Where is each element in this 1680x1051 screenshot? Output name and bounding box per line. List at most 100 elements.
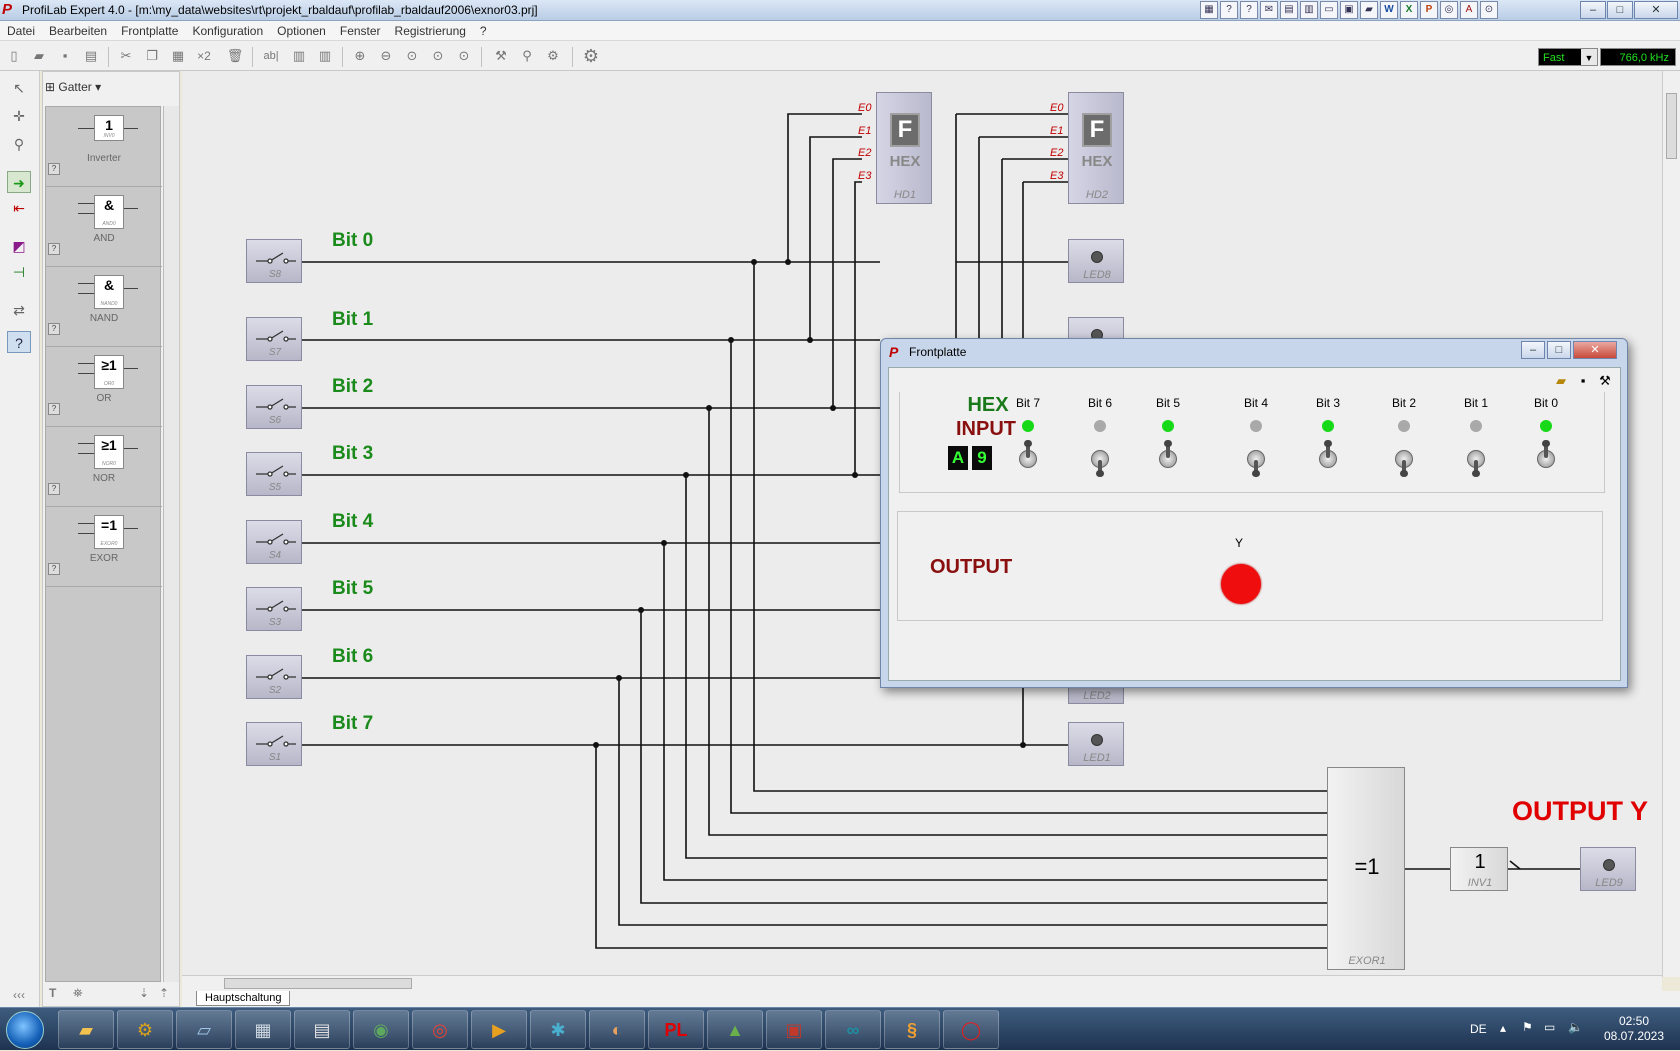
toggle-switch[interactable]: [1534, 440, 1558, 476]
volume-icon[interactable]: 🔈: [1568, 1020, 1583, 1034]
debug-icon[interactable]: ⚙: [547, 48, 559, 63]
document-icon[interactable]: ▤: [1280, 1, 1298, 19]
switch-s8[interactable]: S8: [246, 239, 302, 283]
switch-s2[interactable]: S2: [246, 655, 302, 699]
grid-icon[interactable]: ▥: [292, 48, 306, 63]
arduino-taskbar-icon[interactable]: ∞: [825, 1010, 881, 1049]
explorer-taskbar-icon[interactable]: ▰: [58, 1010, 114, 1049]
outlook-icon[interactable]: ⊙: [1480, 1, 1498, 19]
maximize-button[interactable]: □: [1607, 1, 1633, 19]
circle-app-taskbar-icon[interactable]: ◯: [943, 1010, 999, 1049]
color-tool-icon[interactable]: ◩: [12, 238, 26, 254]
chevron-up-icon[interactable]: ▴: [1500, 1021, 1507, 1035]
zoom-out-icon[interactable]: ⊖: [380, 48, 392, 63]
led-led9[interactable]: LED9: [1580, 847, 1636, 891]
run-arrow-icon[interactable]: ➜: [7, 171, 31, 193]
app-icon[interactable]: ◎: [1440, 1, 1458, 19]
hex-display-hd2[interactable]: F HEX HD2: [1068, 92, 1124, 204]
menu-datei[interactable]: Datei: [7, 24, 36, 38]
media-player-taskbar-icon[interactable]: ▶: [471, 1010, 527, 1049]
zoom-fit-icon[interactable]: ⊙: [406, 48, 418, 63]
toggle-switch[interactable]: [1088, 442, 1112, 477]
frontpanel-maximize-button[interactable]: □: [1547, 341, 1571, 359]
clipboard-icon[interactable]: ▥: [1300, 1, 1318, 19]
help-icon[interactable]: ?: [1220, 1, 1238, 19]
globe-taskbar-icon[interactable]: ◉: [353, 1010, 409, 1049]
card-icon[interactable]: ▭: [1320, 1, 1338, 19]
binoculars-icon[interactable]: ⛯: [73, 986, 83, 1000]
text-icon[interactable]: T: [49, 986, 57, 1000]
speed-select[interactable]: Fast▼: [1538, 48, 1598, 66]
palette-category-select[interactable]: ⊞ Gatter ▾: [45, 80, 101, 94]
snowflake-app-taskbar-icon[interactable]: ✱: [530, 1010, 586, 1049]
duplicate-x2-button[interactable]: ×2: [197, 49, 211, 63]
zoom-page-icon[interactable]: ⊙: [432, 48, 444, 63]
exor-gate-exor1[interactable]: =1 EXOR1: [1327, 767, 1405, 970]
minimize-button[interactable]: –: [1580, 1, 1606, 19]
move-up-icon[interactable]: ⇡: [159, 986, 170, 1000]
delete-icon[interactable]: 🗑: [226, 48, 244, 63]
settings-gear-taskbar-icon[interactable]: ⚙: [117, 1010, 173, 1049]
settings-gear-icon[interactable]: ⚙: [582, 46, 600, 66]
palette-help-icon[interactable]: ?: [48, 243, 60, 255]
folder-icon[interactable]: ▰: [1360, 1, 1378, 19]
hex-display-hd1[interactable]: F HEX HD1: [876, 92, 932, 204]
mail-icon[interactable]: ✉: [1260, 1, 1278, 19]
chevron-down-icon[interactable]: ▼: [1581, 49, 1597, 65]
word-icon[interactable]: W: [1380, 1, 1398, 19]
move-down-icon[interactable]: ⇣: [139, 986, 150, 1000]
menu-help[interactable]: ?: [479, 24, 487, 38]
collapse-button[interactable]: ‹‹‹: [13, 988, 25, 1002]
compile-icon[interactable]: ⚒: [495, 48, 507, 63]
led-led8[interactable]: LED8: [1068, 239, 1124, 283]
led-led1[interactable]: LED1: [1068, 722, 1124, 766]
start-button[interactable]: [6, 1011, 44, 1049]
quick-icon-1[interactable]: ▦: [1200, 1, 1218, 19]
switch-s7[interactable]: S7: [246, 317, 302, 361]
close-button[interactable]: ✕: [1634, 1, 1678, 19]
swap-icon[interactable]: ⇄: [13, 302, 25, 318]
magnifier-icon[interactable]: ⚲: [13, 136, 25, 152]
palette-scrollbar[interactable]: [163, 106, 179, 982]
flag-icon[interactable]: ⚑: [1522, 1020, 1533, 1034]
tools-taskbar-icon[interactable]: ▣: [766, 1010, 822, 1049]
profilab-taskbar-icon[interactable]: PL: [648, 1010, 704, 1049]
new-file-icon[interactable]: ▯: [10, 48, 18, 63]
notes-taskbar-icon[interactable]: ▱: [176, 1010, 232, 1049]
palette-help-icon[interactable]: ?: [48, 403, 60, 415]
crosshair-icon[interactable]: ✛: [13, 108, 25, 124]
palette-help-icon[interactable]: ?: [48, 163, 60, 175]
spreadsheet-taskbar-icon[interactable]: ▲: [707, 1010, 763, 1049]
menu-bearbeiten[interactable]: Bearbeiten: [49, 24, 108, 38]
tools-icon[interactable]: ⚒: [1599, 373, 1611, 388]
frontpanel-window[interactable]: P Frontplatte – □ ✕ ▰ ▪ ⚒ HEX INPUT A 9 …: [880, 338, 1628, 688]
palette-item-nand[interactable]: &NAND0 NAND ?: [46, 267, 162, 347]
network-icon[interactable]: ▭: [1544, 1020, 1556, 1034]
copy-icon[interactable]: ❐: [146, 48, 158, 63]
menu-konfiguration[interactable]: Konfiguration: [192, 24, 264, 38]
help-icon-2[interactable]: ?: [1240, 1, 1258, 19]
switch-s6[interactable]: S6: [246, 385, 302, 429]
sheet-tab-hauptschaltung[interactable]: Hauptschaltung: [196, 991, 291, 1006]
horizontal-scrollbar[interactable]: [182, 975, 1662, 991]
frontpanel-close-button[interactable]: ✕: [1573, 341, 1617, 359]
excel-icon[interactable]: X: [1400, 1, 1418, 19]
sublime-taskbar-icon[interactable]: §: [884, 1010, 940, 1049]
paste-icon[interactable]: ▦: [171, 48, 185, 63]
stop-icon[interactable]: ⇤: [13, 200, 25, 216]
switch-s3[interactable]: S3: [246, 587, 302, 631]
paint-taskbar-icon[interactable]: ◐: [589, 1010, 645, 1049]
menu-frontplatte[interactable]: Frontplatte: [121, 24, 179, 38]
chrome-taskbar-icon[interactable]: ◎: [412, 1010, 468, 1049]
palette-help-icon[interactable]: ?: [48, 323, 60, 335]
frontpanel-minimize-button[interactable]: –: [1521, 341, 1545, 359]
powerpoint-icon[interactable]: P: [1420, 1, 1438, 19]
save-icon[interactable]: ▪: [1580, 373, 1586, 388]
toggle-switch[interactable]: [1016, 440, 1040, 476]
calculator-taskbar-icon[interactable]: ▦: [235, 1010, 291, 1049]
